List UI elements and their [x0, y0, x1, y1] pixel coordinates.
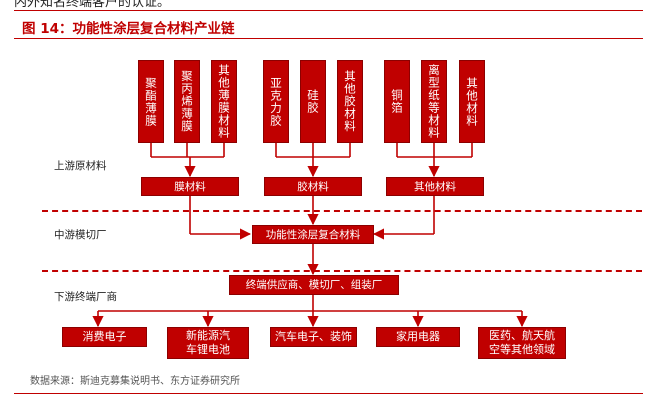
stage-divider-2: [42, 270, 642, 272]
data-source: 数据来源：斯迪克募集说明书、东方证券研究所: [30, 376, 240, 387]
group-box-other-materials: 其他材料: [386, 177, 484, 196]
material-box-other-materials: 其他材料: [459, 60, 485, 143]
end-market-consumer-electronics: 消费电子: [62, 327, 147, 347]
material-box-silicone-adhesive: 硅胶: [300, 60, 326, 143]
group-box-film-materials: 膜材料: [141, 177, 239, 196]
material-box-other-film: 其他薄膜材料: [211, 60, 237, 143]
figure-title: 图 14：功能性涂层复合材料产业链: [22, 21, 235, 37]
stage-label-upstream: 上游原材料: [54, 160, 107, 172]
end-market-home-appliances: 家用电器: [376, 327, 460, 347]
material-box-acrylic-adhesive: 亚克力胶: [263, 60, 289, 143]
stage-divider-1: [42, 210, 642, 212]
footer-rule: [14, 393, 643, 394]
material-box-copper-foil: 铜箔: [384, 60, 410, 143]
supplier-box: 终端供应商、模切厂、组装厂: [229, 275, 399, 295]
material-box-polyester-film: 聚酯薄膜: [138, 60, 164, 143]
end-market-medical-aerospace: 医药、航天航空等其他领域: [478, 327, 566, 359]
title-top-rule: [14, 10, 643, 11]
stage-label-downstream: 下游终端厂商: [54, 291, 117, 303]
group-box-adhesive-materials: 胶材料: [264, 177, 362, 196]
title-bottom-rule: [14, 38, 643, 39]
end-market-auto-electronics: 汽车电子、装饰: [270, 327, 357, 347]
previous-page-text: 内外知名终端客户的认证。: [14, 0, 171, 10]
material-box-other-adhesive: 其他胶材料: [337, 60, 363, 143]
midstream-box-composite-materials: 功能性涂层复合材料: [252, 225, 374, 244]
stage-label-midstream: 中游模切厂: [54, 229, 107, 241]
material-box-release-paper: 离型纸等材料: [421, 60, 447, 143]
material-box-pp-film: 聚丙烯薄膜: [174, 60, 200, 143]
end-market-ev-battery: 新能源汽车锂电池: [167, 327, 249, 359]
